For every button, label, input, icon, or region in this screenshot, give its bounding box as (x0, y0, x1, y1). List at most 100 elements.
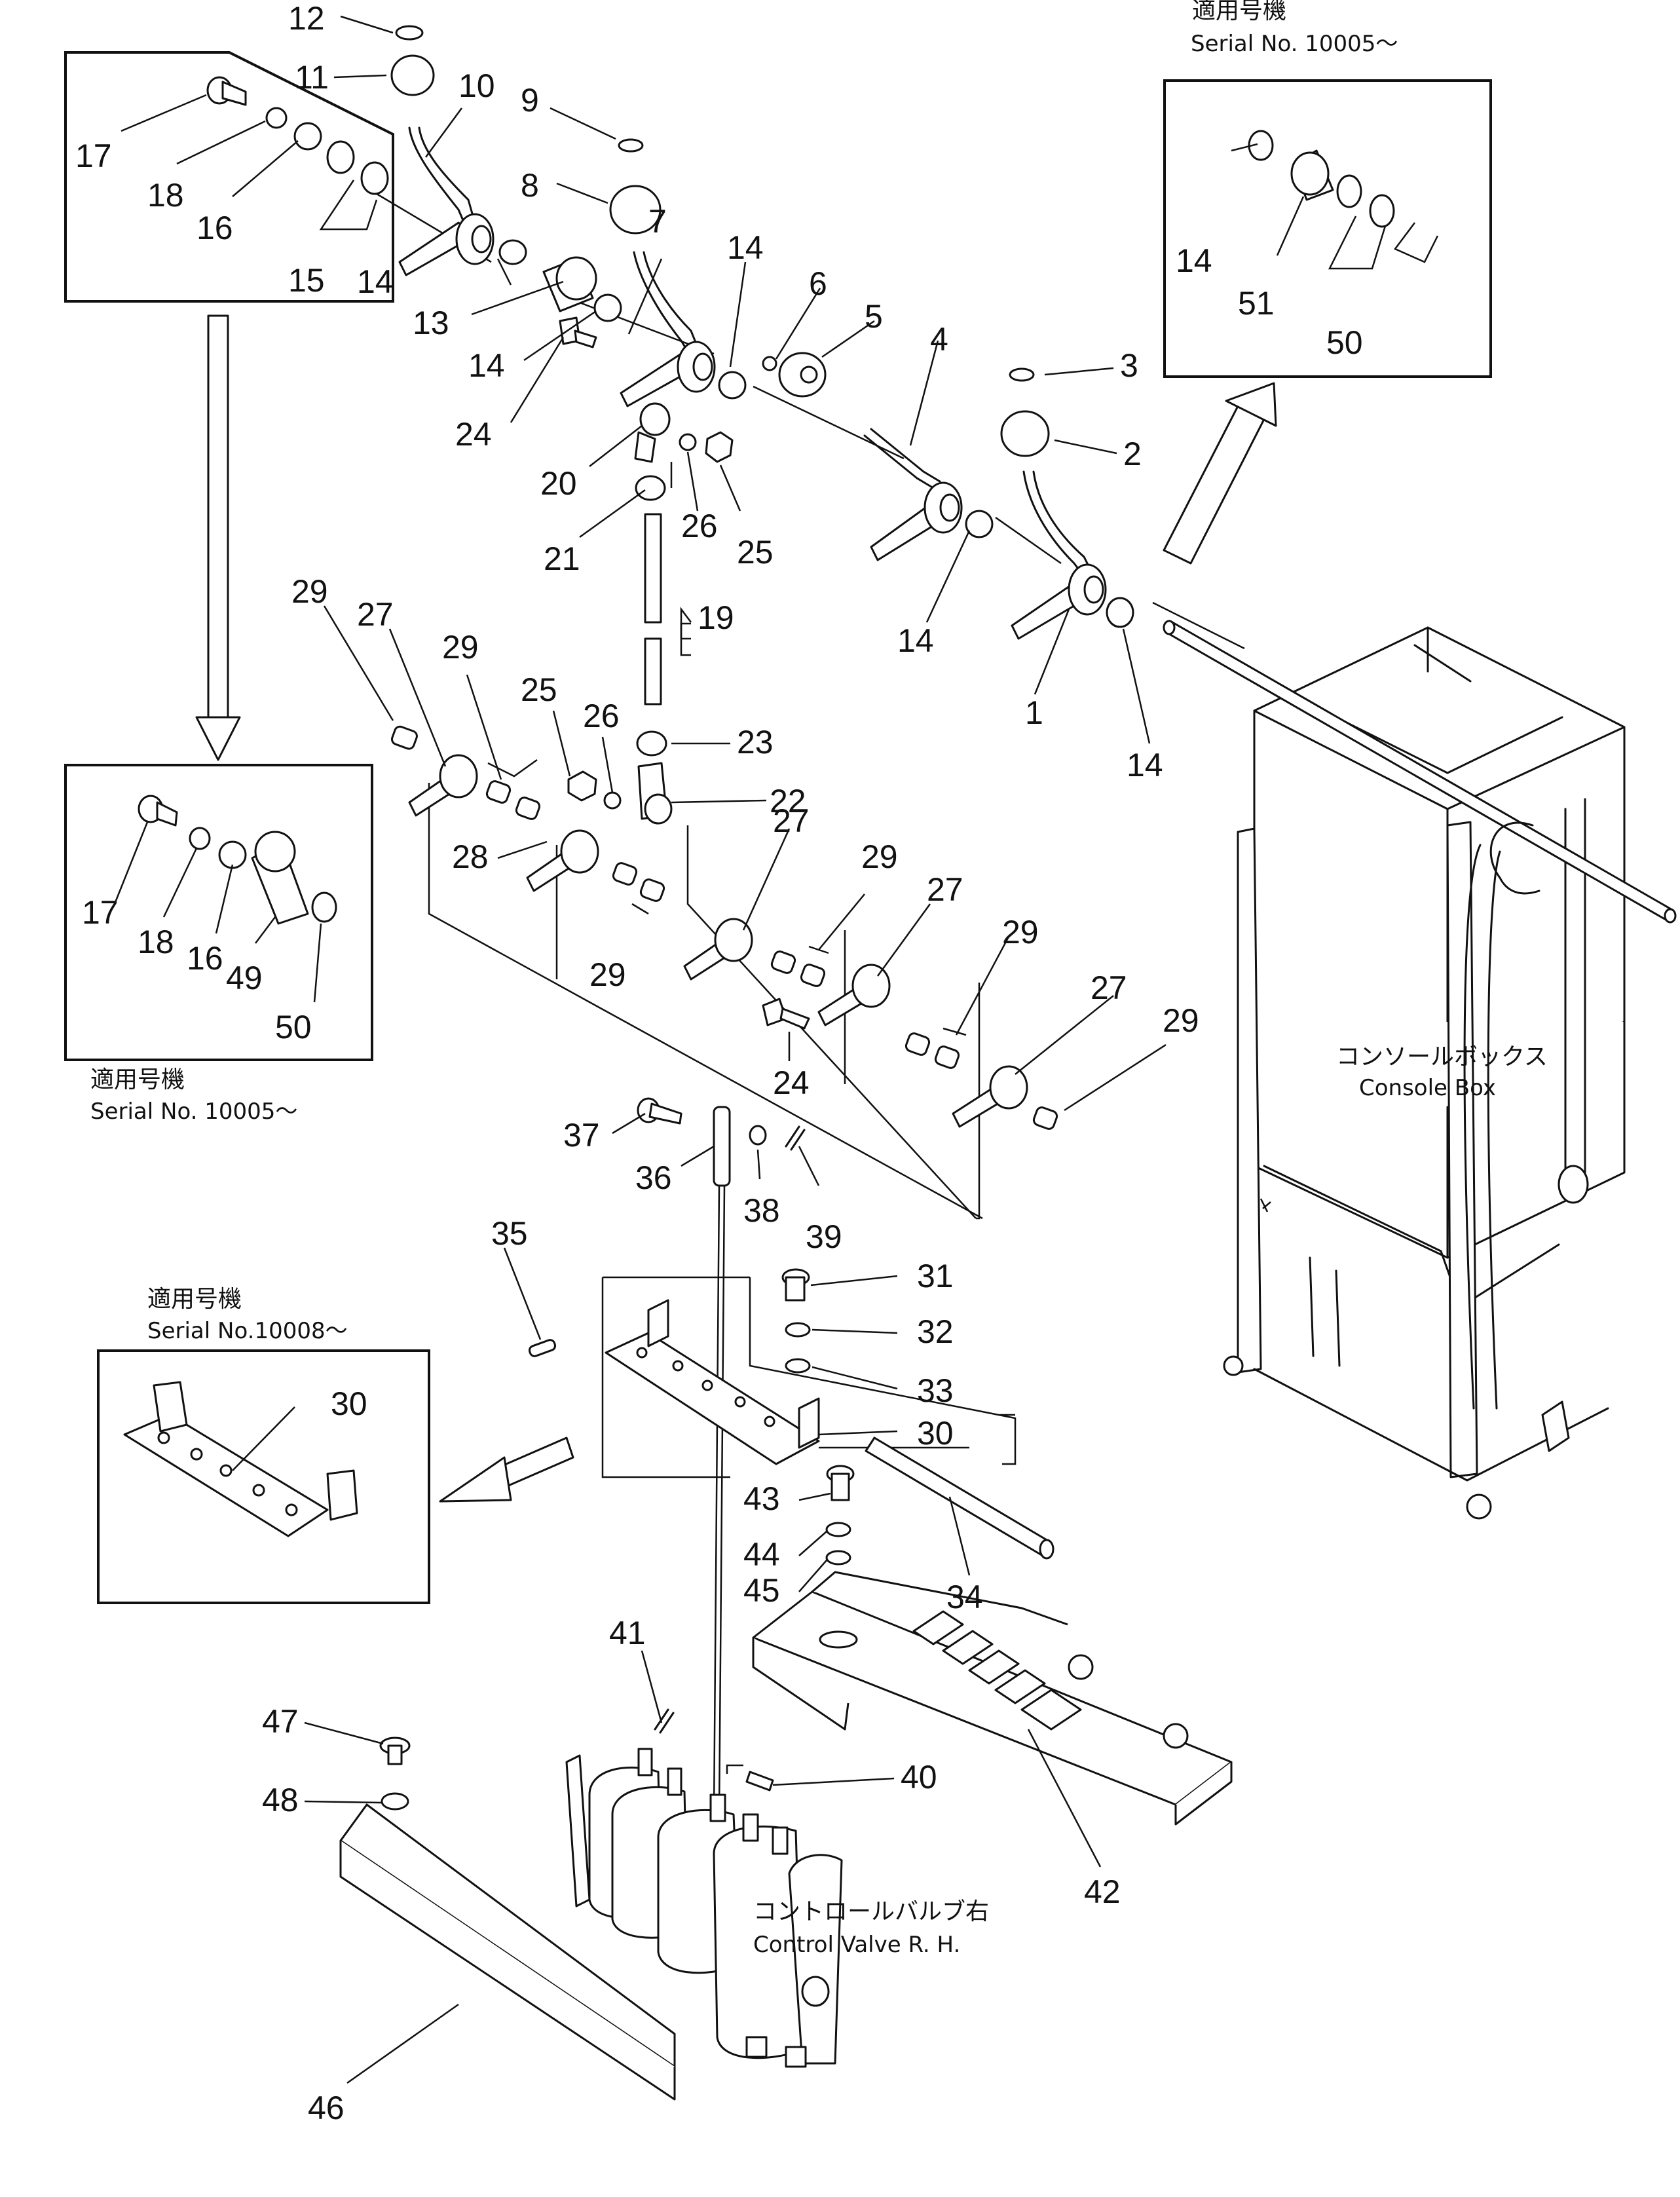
callout: 27 (773, 802, 810, 839)
ring-3 (1009, 367, 1035, 382)
bushing-13 (542, 256, 597, 312)
callout: 8 (521, 167, 539, 204)
callout: 14 (897, 622, 934, 659)
callout: 50 (275, 1009, 312, 1045)
serial-jp-lower-left: 適用号機 (147, 1286, 242, 1313)
callout: 43 (743, 1480, 780, 1517)
callout: 15 (288, 262, 325, 299)
lever-4 (863, 428, 963, 561)
arrow-up-icon (1163, 382, 1277, 565)
lever-1 (1011, 470, 1107, 640)
callout: 25 (521, 671, 557, 708)
callout: 25 (737, 534, 774, 571)
callout: 33 (917, 1372, 954, 1409)
callout: 20 (540, 465, 577, 502)
callout: 27 (927, 871, 963, 908)
console-label-jp: コンソールボックス (1336, 1043, 1548, 1070)
callout: 24 (455, 416, 492, 453)
serial-left: Serial No. 10005～ (90, 1098, 297, 1125)
callout: 28 (452, 838, 489, 875)
callout: 31 (917, 1258, 954, 1294)
callout: 40 (901, 1759, 937, 1795)
callout: 26 (681, 508, 718, 544)
callout: 14 (727, 229, 764, 266)
bracket-30-inset (123, 1381, 358, 1537)
pin-40-icon (745, 1771, 774, 1792)
bushing-49 (251, 831, 309, 925)
bolt-24-lower-icon (762, 998, 810, 1030)
arm-27-a (408, 754, 478, 817)
callout: 51 (1238, 285, 1275, 322)
inset-top-left (64, 51, 394, 303)
callout: 18 (147, 177, 184, 214)
lever-7 (620, 251, 716, 407)
ring-6 (762, 356, 777, 371)
arm-27-d (952, 1065, 1028, 1128)
callout: 14 (468, 347, 505, 384)
callout: 39 (806, 1218, 842, 1255)
callout: 30 (331, 1385, 367, 1422)
callout: 42 (1084, 1873, 1121, 1910)
link-36 (713, 1106, 731, 1187)
callout: 24 (773, 1064, 810, 1101)
callout: 49 (226, 960, 263, 996)
callout: 30 (917, 1415, 954, 1452)
serial-lower-left: Serial No.10008～ (147, 1318, 348, 1344)
callout: 3 (1120, 347, 1138, 384)
callout: 32 (917, 1313, 954, 1350)
bolt-43-icon (826, 1465, 855, 1501)
bracket-30 (605, 1299, 820, 1465)
inset-top-right (1163, 79, 1492, 378)
callout: 29 (1002, 914, 1039, 950)
callout: 46 (308, 2090, 345, 2126)
callout: 14 (357, 263, 394, 300)
callout: 36 (635, 1159, 672, 1196)
console-label-en: Console Box (1359, 1075, 1496, 1101)
arm-28 (526, 829, 599, 892)
callout: 7 (648, 203, 667, 240)
rod-19-upper (644, 513, 662, 624)
callout: 22 (770, 783, 806, 819)
callout: 26 (583, 698, 620, 734)
callout: 35 (491, 1215, 528, 1252)
callout: 13 (413, 305, 449, 341)
bolt-37-icon (637, 1097, 682, 1125)
callout: 14 (1127, 747, 1163, 783)
control-valve (565, 1748, 843, 2068)
callout: 16 (196, 210, 233, 246)
callout: 34 (946, 1579, 983, 1615)
callout: 16 (187, 940, 223, 977)
valve-label-jp: コントロールバルブ右 (753, 1898, 989, 1925)
ring-12 (395, 25, 424, 41)
callout: 2 (1123, 436, 1142, 472)
callout: 12 (288, 0, 325, 37)
bolt-17-left-icon (138, 795, 178, 827)
bushing-51 (1290, 149, 1334, 201)
ring-9 (618, 138, 644, 153)
callout: 38 (743, 1192, 780, 1229)
callout: 29 (589, 956, 626, 993)
bolt-17-icon (206, 76, 247, 106)
callout: 50 (1326, 324, 1363, 361)
cover-42 (752, 1571, 1233, 1826)
valve-label-en: Control Valve R. H. (753, 1932, 960, 1958)
console-box (1223, 626, 1626, 1520)
lever-10 (398, 126, 495, 276)
arm-27-c (817, 964, 891, 1026)
callout: 10 (458, 67, 495, 104)
callout: 6 (809, 265, 827, 302)
callout: 17 (75, 138, 112, 174)
bolt-31-icon (781, 1268, 810, 1302)
callout: 44 (743, 1536, 780, 1573)
callout: 29 (442, 629, 479, 666)
callout: 48 (262, 1782, 299, 1818)
callout: 29 (1163, 1002, 1199, 1039)
callout: 19 (698, 599, 734, 636)
leader-lines (113, 15, 1305, 2084)
bolt-24-icon (559, 316, 597, 348)
callout: 1 (1025, 694, 1043, 731)
callout: 27 (357, 596, 394, 633)
knob-11 (390, 54, 435, 96)
callout: 47 (262, 1703, 299, 1740)
